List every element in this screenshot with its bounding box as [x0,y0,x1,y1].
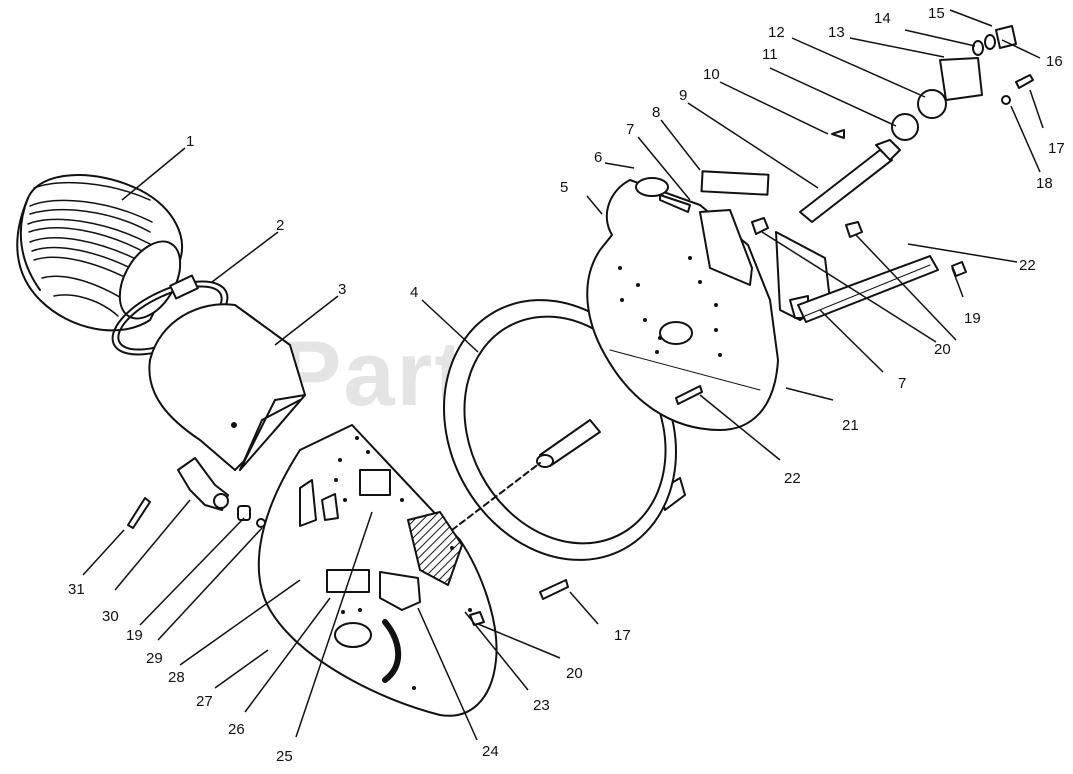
drive-shaft-part [799,139,901,223]
bolt-part [539,579,569,600]
callout-label-c20b: 20 [566,665,583,682]
callout-label-c1: 1 [186,133,194,150]
callout-label-c6: 6 [594,149,602,166]
washer-part [972,25,1017,56]
callout-label-c8: 8 [652,104,660,121]
callout-label-c20a: 20 [934,341,951,358]
callout-label-c11: 11 [762,46,778,63]
callout-label-c19b: 19 [126,627,143,644]
chute-adapter-part [148,303,306,471]
flex-hose-part [16,174,183,332]
callout-label-c3: 3 [338,281,346,298]
nut-part [237,505,251,521]
callout-label-c5: 5 [560,179,568,196]
callout-label-c9: 9 [679,87,687,104]
callout-label-c23: 23 [533,697,550,714]
leader-lines [82,9,1044,741]
pin-part [127,497,151,529]
callout-label-c18: 18 [1036,175,1053,192]
callout-label-c16: 16 [1046,53,1063,70]
callout-label-c22b: 22 [784,470,801,487]
spacer-part [891,113,919,141]
bearing-part [917,89,947,119]
callout-label-c27: 27 [196,693,213,710]
callout-label-c24: 24 [482,743,499,760]
callout-label-c14: 14 [874,10,891,27]
bolt-part [1001,74,1034,105]
decal-part [700,170,770,196]
callout-label-c26: 26 [228,721,245,738]
callout-label-c29: 29 [146,650,163,667]
callout-label-c19a: 19 [964,310,981,327]
callout-label-c13: 13 [828,24,845,41]
callout-label-c31: 31 [68,581,85,598]
callout-label-c22a: 22 [1019,257,1036,274]
callout-label-c17b: 17 [614,627,631,644]
support-bar-part [797,255,939,323]
latch-handle-part [177,457,229,511]
callout-label-c30: 30 [102,608,119,625]
callout-label-c7a: 7 [626,121,634,138]
callout-label-c2: 2 [276,217,284,234]
bolt-part [675,385,703,405]
callout-label-c15: 15 [928,5,945,22]
nut-part [751,217,967,277]
callout-label-c25: 25 [276,748,293,765]
callout-label-c7b: 7 [898,375,906,392]
callout-label-c17a: 17 [1048,140,1065,157]
callout-label-c21: 21 [842,417,859,434]
front-housing-part [257,424,498,717]
key-part [831,129,845,139]
callout-label-c12: 12 [768,24,785,41]
flange-plate-part [939,57,983,101]
callout-label-c28: 28 [168,669,185,686]
callout-label-c4: 4 [410,284,418,301]
callout-label-c10: 10 [703,66,720,83]
